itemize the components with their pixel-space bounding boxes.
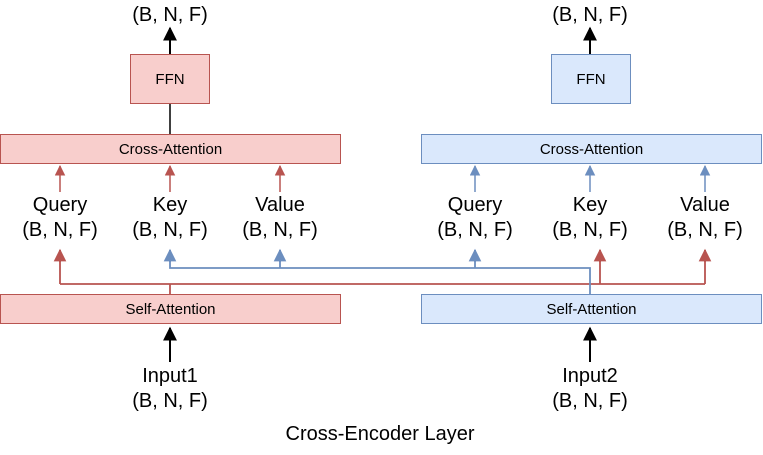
left-cross-attention-label: Cross-Attention xyxy=(118,140,223,158)
left-self-attention-box: Self-Attention xyxy=(0,294,341,324)
right-key-name: Key xyxy=(572,194,608,216)
right-output-shape: (B, N, F) xyxy=(552,4,628,26)
right-query-shape: (B, N, F) xyxy=(437,219,513,241)
right-query-name: Query xyxy=(447,194,503,216)
right-value-label: Value (B, N, F) xyxy=(667,193,743,243)
right-input-label: Input2 (B, N, F) xyxy=(552,364,628,414)
right-self-attention-label: Self-Attention xyxy=(546,300,637,318)
right-key-shape: (B, N, F) xyxy=(552,219,628,241)
left-query-name: Query xyxy=(32,194,88,216)
left-value-label: Value (B, N, F) xyxy=(242,193,318,243)
left-value-shape: (B, N, F) xyxy=(242,219,318,241)
right-cross-attention-label: Cross-Attention xyxy=(539,140,644,158)
right-value-name: Value xyxy=(680,194,730,216)
left-self-attention-label: Self-Attention xyxy=(125,300,216,318)
right-cross-attention-box: Cross-Attention xyxy=(421,134,762,164)
right-self-attention-routing xyxy=(169,250,591,294)
right-input-shape: (B, N, F) xyxy=(552,390,628,412)
right-query-label: Query (B, N, F) xyxy=(437,193,513,243)
left-key-label: Key (B, N, F) xyxy=(132,193,208,243)
right-input-name: Input2 xyxy=(562,365,618,387)
right-value-shape: (B, N, F) xyxy=(667,219,743,241)
left-input-label: Input1 (B, N, F) xyxy=(132,364,208,414)
left-cross-attention-box: Cross-Attention xyxy=(0,134,341,164)
left-self-attention-routing xyxy=(59,250,706,294)
right-ffn-label: FFN xyxy=(576,70,606,88)
left-key-name: Key xyxy=(152,194,188,216)
right-ffn-box: FFN xyxy=(551,54,631,104)
right-self-attention-box: Self-Attention xyxy=(421,294,762,324)
left-value-name: Value xyxy=(255,194,305,216)
diagram-caption: Cross-Encoder Layer xyxy=(285,423,475,445)
left-ffn-label: FFN xyxy=(155,70,185,88)
left-query-shape: (B, N, F) xyxy=(22,219,98,241)
left-output-shape: (B, N, F) xyxy=(132,4,208,26)
left-key-shape: (B, N, F) xyxy=(132,219,208,241)
left-query-label: Query (B, N, F) xyxy=(22,193,98,243)
right-key-label: Key (B, N, F) xyxy=(552,193,628,243)
left-ffn-box: FFN xyxy=(130,54,210,104)
left-input-name: Input1 xyxy=(142,365,198,387)
left-input-shape: (B, N, F) xyxy=(132,390,208,412)
